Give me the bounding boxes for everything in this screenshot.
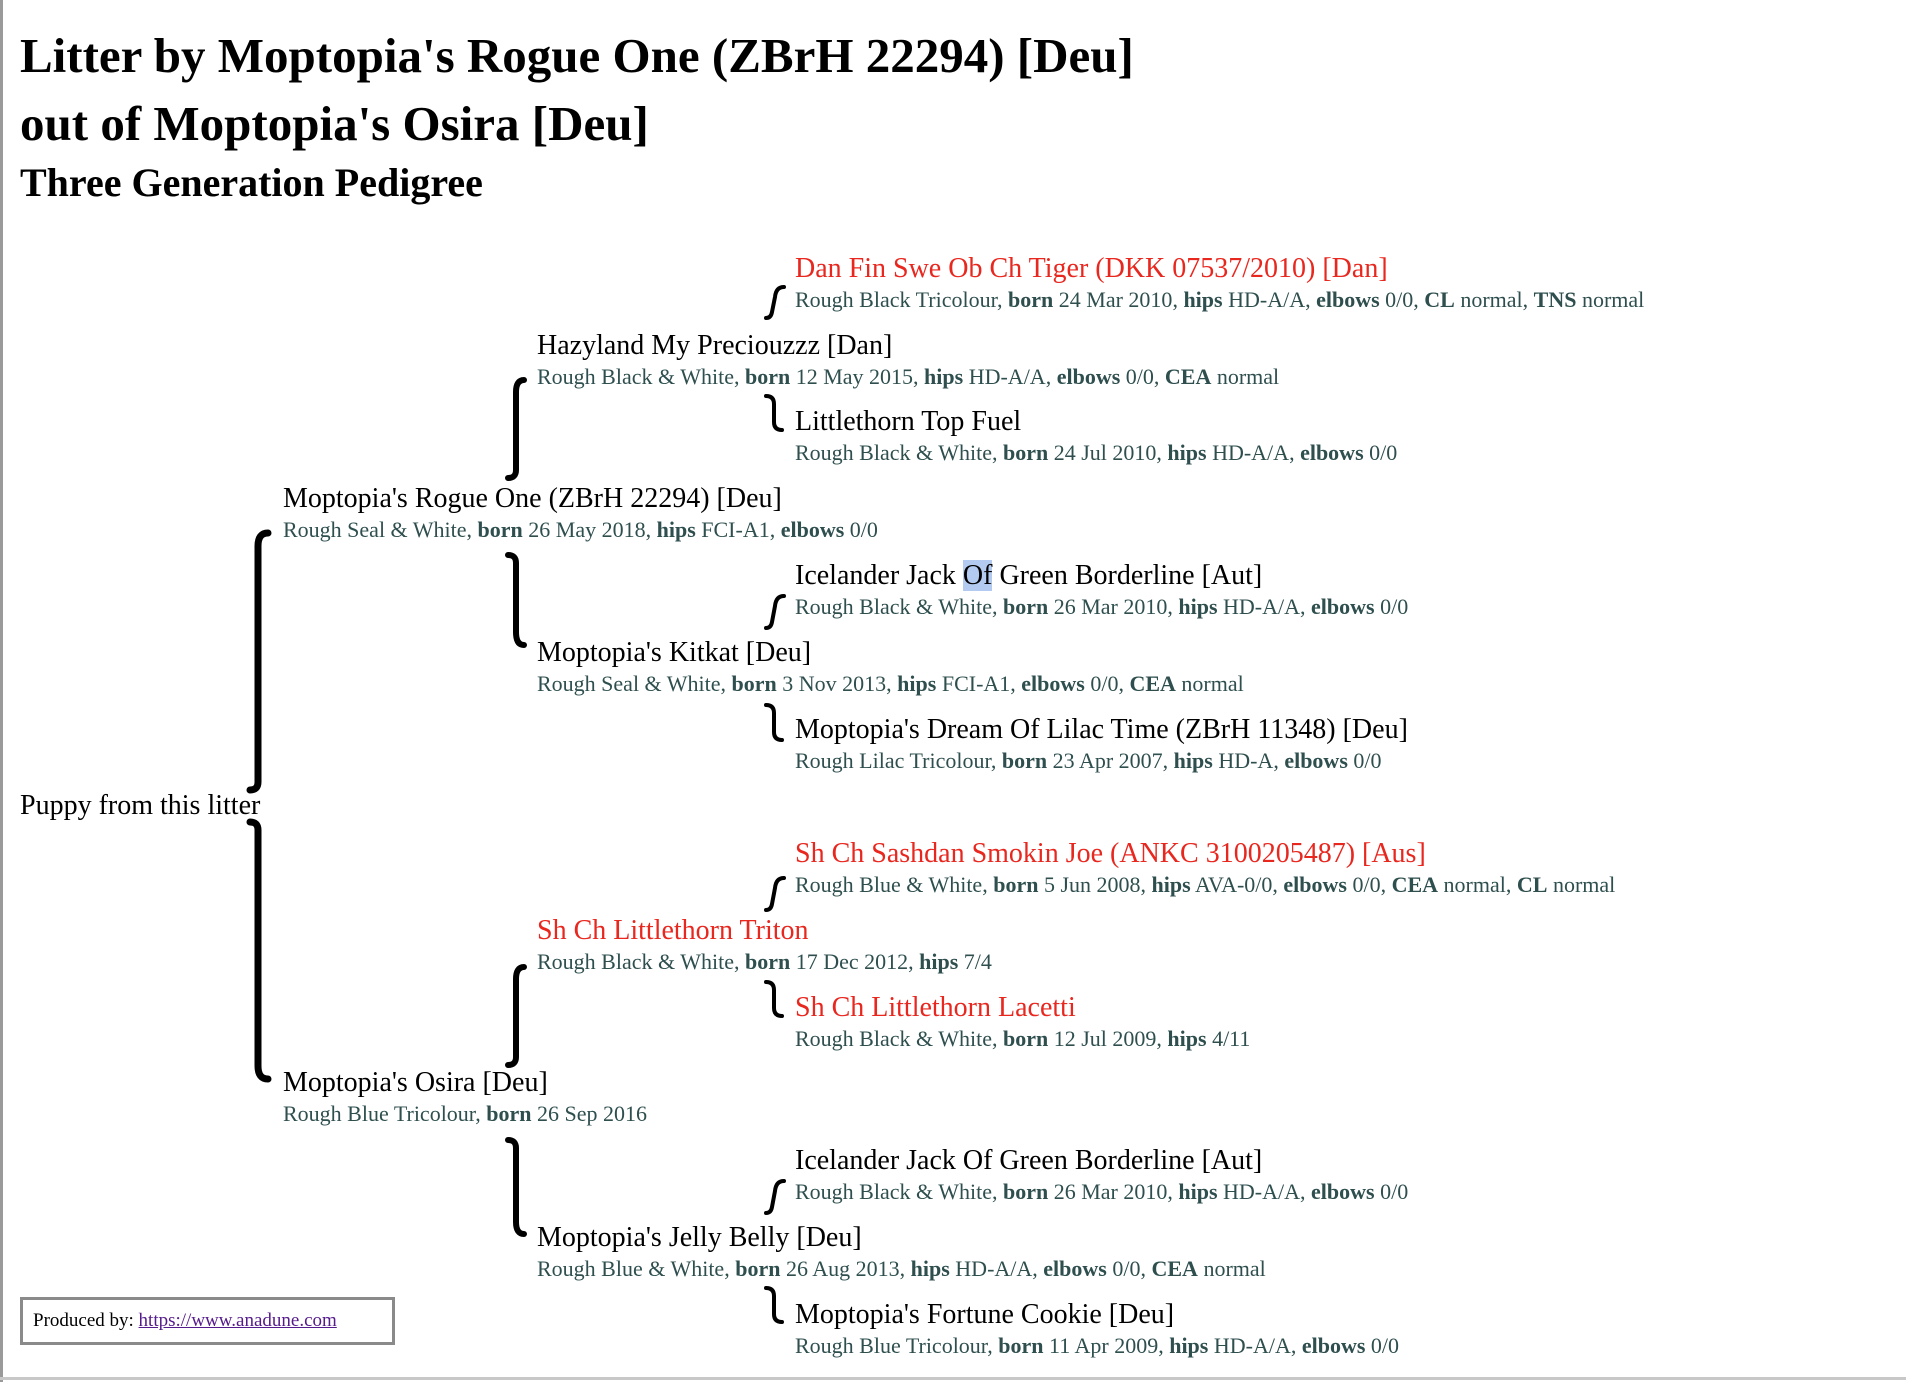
bracket-dam-to-jellybelly <box>505 1137 527 1237</box>
dam-sire-entry: Sh Ch Littlethorn Triton Rough Black & W… <box>537 915 992 977</box>
bracket-jellybelly-to-fortune <box>764 1286 784 1324</box>
dog-name: Moptopia's Dream Of Lilac Time (ZBrH 113… <box>795 714 1408 745</box>
dog-info: Rough Blue Tricolour, born 26 Sep 2016 <box>283 1101 648 1126</box>
page-left-border <box>0 0 3 1382</box>
page-subtitle: Three Generation Pedigree <box>20 160 483 205</box>
sire-sire-dam-entry: Littlethorn Top Fuel Rough Black & White… <box>795 406 1397 468</box>
bracket-triton-to-smokinjoe <box>764 876 786 912</box>
bracket-dam-to-triton <box>505 964 527 1068</box>
dam-dam-dam-entry: Moptopia's Fortune Cookie [Deu] Rough Bl… <box>795 1299 1399 1361</box>
bracket-puppy-to-sire <box>246 529 272 794</box>
dam-sire-sire-entry: Sh Ch Sashdan Smokin Joe (ANKC 310020548… <box>795 838 1615 900</box>
dog-name: Moptopia's Rogue One (ZBrH 22294) [Deu] <box>283 483 782 514</box>
sire-dam-sire-entry: Icelander Jack Of Green Borderline [Aut]… <box>795 560 1408 622</box>
dam-dam-entry: Moptopia's Jelly Belly [Deu] Rough Blue … <box>537 1222 1266 1284</box>
page-bottom-border <box>0 1377 1906 1380</box>
dam-sire-dam-entry: Sh Ch Littlethorn Lacetti Rough Black & … <box>795 992 1250 1054</box>
dog-info: Rough Black & White, born 12 Jul 2009, h… <box>795 1026 1251 1051</box>
dog-info: Rough Black & White, born 26 Mar 2010, h… <box>795 1179 1409 1204</box>
dog-info: Rough Lilac Tricolour, born 23 Apr 2007,… <box>795 748 1382 773</box>
page-title-line-2: out of Moptopia's Osira [Deu] <box>20 96 649 151</box>
sire-sire-sire-entry: Dan Fin Swe Ob Ch Tiger (DKK 07537/2010)… <box>795 253 1644 315</box>
dog-name: Moptopia's Osira [Deu] <box>283 1067 548 1098</box>
dog-name: Moptopia's Fortune Cookie [Deu] <box>795 1299 1175 1330</box>
dog-info: Rough Blue & White, born 5 Jun 2008, hip… <box>795 872 1616 897</box>
dog-name: Moptopia's Jelly Belly [Deu] <box>537 1222 862 1253</box>
puppy-label: Puppy from this litter <box>20 790 261 821</box>
dog-name: Sh Ch Sashdan Smokin Joe (ANKC 310020548… <box>795 838 1426 869</box>
sire-dam-dam-entry: Moptopia's Dream Of Lilac Time (ZBrH 113… <box>795 714 1408 776</box>
dog-info: Rough Blue & White, born 26 Aug 2013, hi… <box>537 1256 1266 1281</box>
dog-info: Rough Black & White, born 12 May 2015, h… <box>537 364 1280 389</box>
text-selection-highlight: Of <box>962 560 993 591</box>
anadune-link[interactable]: https://www.anadune.com <box>138 1310 337 1331</box>
sire-entry: Moptopia's Rogue One (ZBrH 22294) [Deu] … <box>283 483 878 545</box>
dog-name: Icelander Jack Of Green Borderline [Aut] <box>795 1145 1263 1176</box>
dog-info: Rough Black & White, born 26 Mar 2010, h… <box>795 594 1409 619</box>
dog-info: Rough Black & White, born 24 Jul 2010, h… <box>795 440 1398 465</box>
dog-info: Rough Black Tricolour, born 24 Mar 2010,… <box>795 287 1645 312</box>
dog-name: Hazyland My Preciouzzz [Dan] <box>537 330 893 361</box>
bracket-puppy-to-dam <box>246 818 272 1083</box>
dog-name: Sh Ch Littlethorn Triton <box>537 915 809 946</box>
dog-info: Rough Blue Tricolour, born 11 Apr 2009, … <box>795 1333 1400 1358</box>
dog-info: Rough Seal & White, born 26 May 2018, hi… <box>283 517 878 542</box>
puppy-entry: Puppy from this litter <box>20 790 260 822</box>
bracket-kitkat-to-icelander <box>764 594 786 630</box>
bracket-sire-to-kitkat <box>505 552 527 648</box>
page-title-line-1: Litter by Moptopia's Rogue One (ZBrH 222… <box>20 28 1134 83</box>
sire-dam-entry: Moptopia's Kitkat [Deu] Rough Seal & Whi… <box>537 637 1244 699</box>
bracket-hazyland-to-topfuel <box>764 394 784 432</box>
dog-name: Dan Fin Swe Ob Ch Tiger (DKK 07537/2010)… <box>795 253 1388 284</box>
dam-entry: Moptopia's Osira [Deu] Rough Blue Tricol… <box>283 1067 647 1129</box>
dog-info: Rough Seal & White, born 3 Nov 2013, hip… <box>537 671 1244 696</box>
bracket-kitkat-to-dream <box>764 703 784 742</box>
produced-by-box: Produced by: https://www.anadune.com <box>20 1297 395 1345</box>
dog-name: Sh Ch Littlethorn Lacetti <box>795 992 1076 1023</box>
bracket-jellybelly-to-icelander <box>764 1179 786 1215</box>
dog-name: Moptopia's Kitkat [Deu] <box>537 637 812 668</box>
produced-by-label: Produced by: <box>33 1310 139 1331</box>
dog-name: Icelander Jack Of Green Borderline [Aut] <box>795 560 1263 591</box>
dog-info: Rough Black & White, born 17 Dec 2012, h… <box>537 949 992 974</box>
sire-sire-entry: Hazyland My Preciouzzz [Dan] Rough Black… <box>537 330 1279 392</box>
bracket-sire-to-hazyland <box>505 377 527 481</box>
dog-name: Littlethorn Top Fuel <box>795 406 1022 437</box>
bracket-hazyland-to-tiger <box>764 285 786 320</box>
bracket-triton-to-lacetti <box>764 980 784 1018</box>
dam-dam-sire-entry: Icelander Jack Of Green Borderline [Aut]… <box>795 1145 1408 1207</box>
